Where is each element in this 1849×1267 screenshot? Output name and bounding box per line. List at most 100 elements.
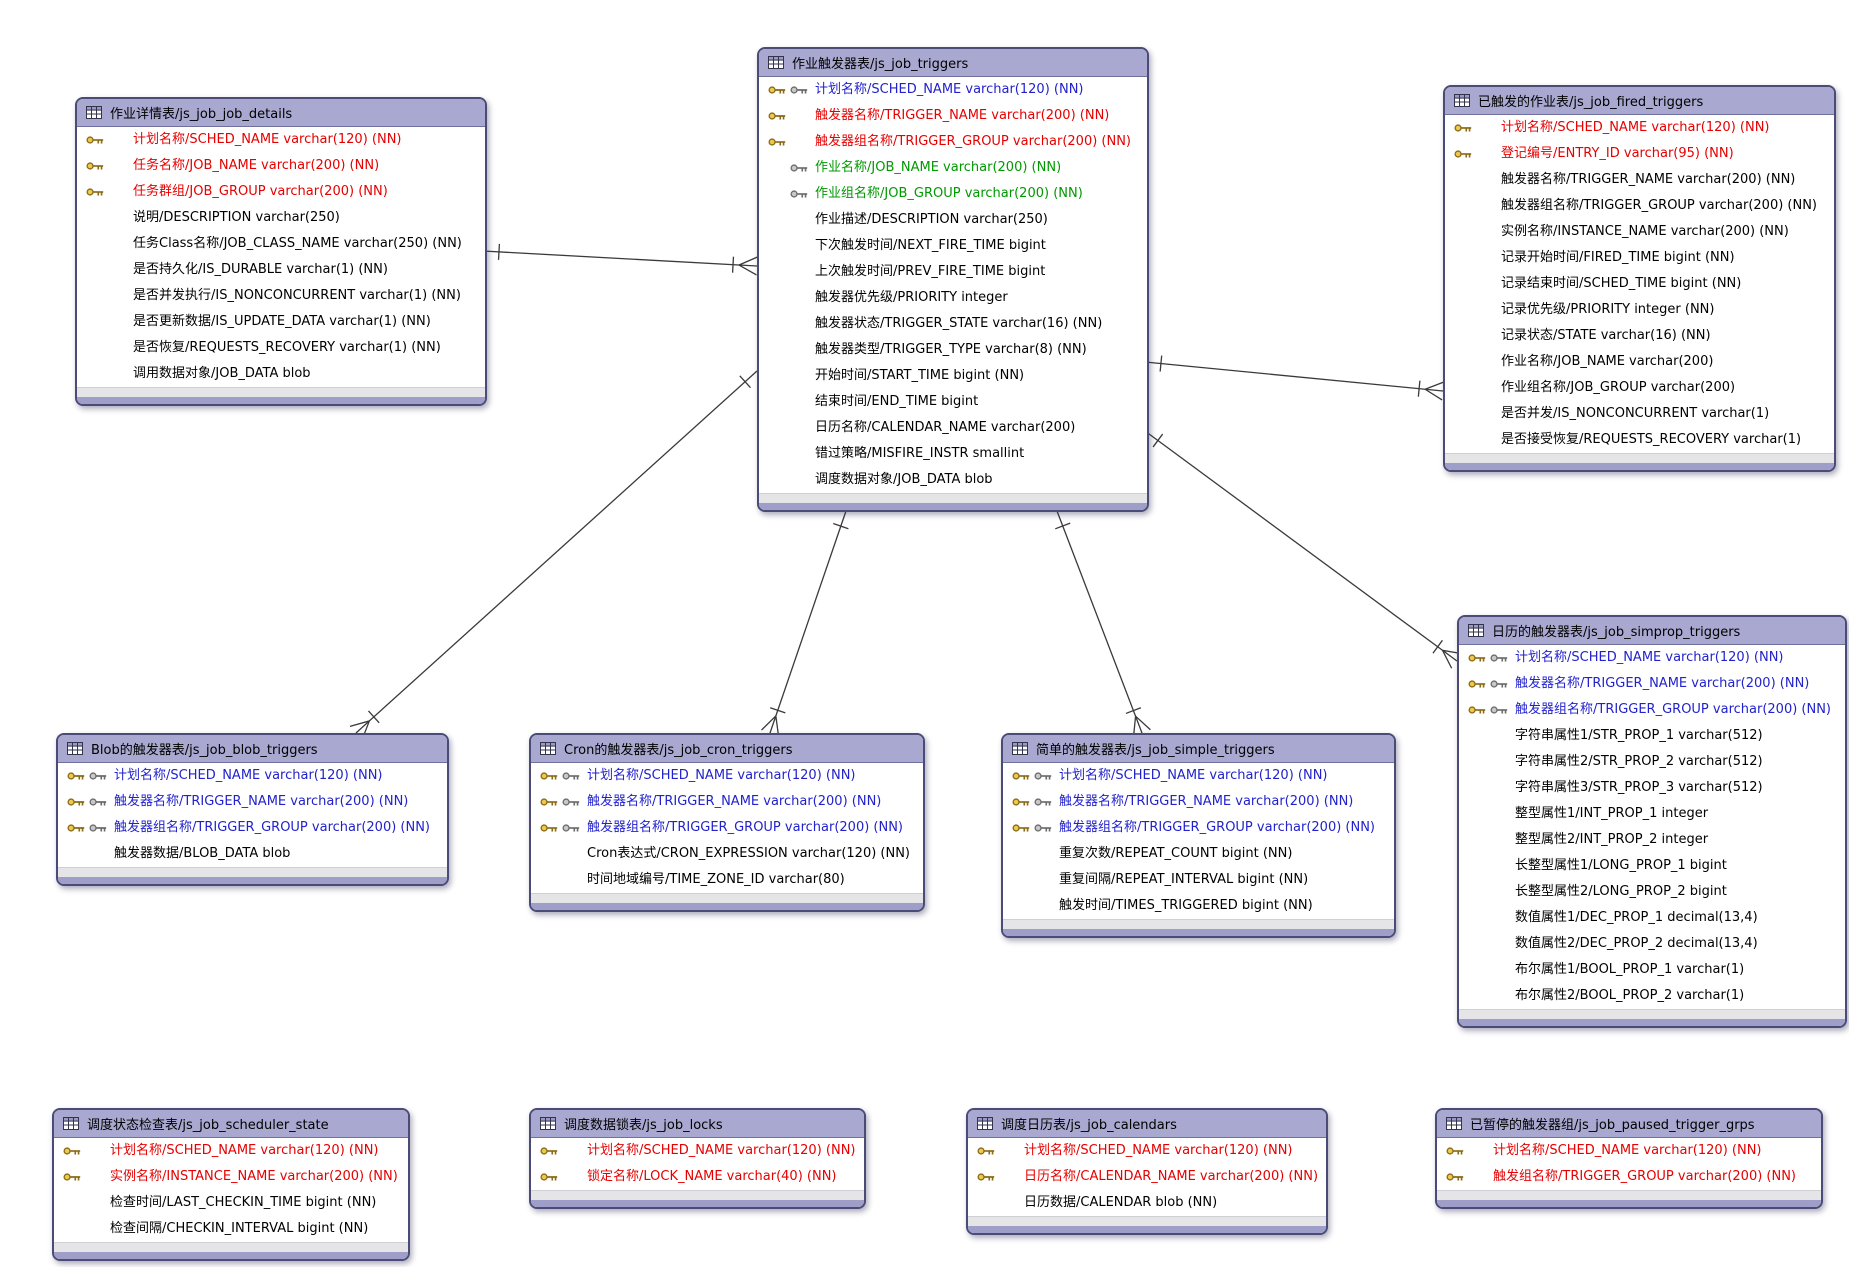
column-row[interactable]: 布尔属性2/BOOL_PROP_2 varchar(1) [1459,983,1845,1009]
column-row[interactable]: 长整型属性2/LONG_PROP_2 bigint [1459,879,1845,905]
column-row[interactable]: 结束时间/END_TIME bigint [759,389,1147,415]
column-row[interactable]: 上次触发时间/PREV_FIRE_TIME bigint [759,259,1147,285]
column-row[interactable]: 触发器组名称/TRIGGER_GROUP varchar(200) (NN) [759,129,1147,155]
column-row[interactable]: 检查时间/LAST_CHECKIN_TIME bigint (NN) [54,1190,408,1216]
column-row[interactable]: 触发器名称/TRIGGER_NAME varchar(200) (NN) [759,103,1147,129]
column-row[interactable]: 触发器组名称/TRIGGER_GROUP varchar(200) (NN) [1445,193,1834,219]
table-header[interactable]: 简单的触发器表/js_job_simple_triggers [1003,735,1394,763]
column-row[interactable]: 触发器优先级/PRIORITY integer [759,285,1147,311]
column-row[interactable]: 重复间隔/REPEAT_INTERVAL bigint (NN) [1003,867,1394,893]
column-row[interactable]: 作业名称/JOB_NAME varchar(200) [1445,349,1834,375]
relationship-js_job_triggers-js_job_simprop_triggers[interactable] [1144,430,1463,669]
relationship-js_job_triggers-js_job_simple_triggers[interactable] [1055,510,1151,737]
column-row[interactable]: 作业名称/JOB_NAME varchar(200) (NN) [759,155,1147,181]
column-row[interactable]: 检查间隔/CHECKIN_INTERVAL bigint (NN) [54,1216,408,1242]
column-row[interactable]: 触发组名称/TRIGGER_GROUP varchar(200) (NN) [1437,1164,1821,1190]
column-row[interactable]: 记录开始时间/FIRED_TIME bigint (NN) [1445,245,1834,271]
column-row[interactable]: 长整型属性1/LONG_PROP_1 bigint [1459,853,1845,879]
column-row[interactable]: 重复次数/REPEAT_COUNT bigint (NN) [1003,841,1394,867]
column-row[interactable]: 是否持久化/IS_DURABLE varchar(1) (NN) [77,257,485,283]
column-row[interactable]: 触发器名称/TRIGGER_NAME varchar(200) (NN) [1459,671,1845,697]
column-row[interactable]: 计划名称/SCHED_NAME varchar(120) (NN) [531,763,923,789]
column-row[interactable]: 记录结束时间/SCHED_TIME bigint (NN) [1445,271,1834,297]
column-row[interactable]: 计划名称/SCHED_NAME varchar(120) (NN) [1003,763,1394,789]
relationship-js_job_triggers-js_job_fired_triggers[interactable] [1144,355,1445,401]
column-row[interactable]: 下次触发时间/NEXT_FIRE_TIME bigint [759,233,1147,259]
column-row[interactable]: 计划名称/SCHED_NAME varchar(120) (NN) [531,1138,864,1164]
column-row[interactable]: 任务Class名称/JOB_CLASS_NAME varchar(250) (N… [77,231,485,257]
column-row[interactable]: 调用数据对象/JOB_DATA blob [77,361,485,387]
column-row[interactable]: 字符串属性1/STR_PROP_1 varchar(512) [1459,723,1845,749]
column-row[interactable]: 计划名称/SCHED_NAME varchar(120) (NN) [1445,115,1834,141]
column-row[interactable]: 触发时间/TIMES_TRIGGERED bigint (NN) [1003,893,1394,919]
column-row[interactable]: 触发器组名称/TRIGGER_GROUP varchar(200) (NN) [58,815,447,841]
column-row[interactable]: 触发器名称/TRIGGER_NAME varchar(200) (NN) [58,789,447,815]
column-row[interactable]: Cron表达式/CRON_EXPRESSION varchar(120) (NN… [531,841,923,867]
column-row[interactable]: 数值属性1/DEC_PROP_1 decimal(13,4) [1459,905,1845,931]
column-row[interactable]: 计划名称/SCHED_NAME varchar(120) (NN) [1459,645,1845,671]
table-header[interactable]: Blob的触发器表/js_job_blob_triggers [58,735,447,763]
table-header[interactable]: 已触发的作业表/js_job_fired_triggers [1445,87,1834,115]
table-header[interactable]: 已暂停的触发器组/js_job_paused_trigger_grps [1437,1110,1821,1138]
column-row[interactable]: 记录状态/STATE varchar(16) (NN) [1445,323,1834,349]
column-row[interactable]: 实例名称/INSTANCE_NAME varchar(200) (NN) [1445,219,1834,245]
column-row[interactable]: 字符串属性3/STR_PROP_3 varchar(512) [1459,775,1845,801]
column-row[interactable]: 日历名称/CALENDAR_NAME varchar(200) [759,415,1147,441]
table-header[interactable]: 日历的触发器表/js_job_simprop_triggers [1459,617,1845,645]
column-row[interactable]: 布尔属性1/BOOL_PROP_1 varchar(1) [1459,957,1845,983]
column-row[interactable]: 触发器组名称/TRIGGER_GROUP varchar(200) (NN) [531,815,923,841]
column-row[interactable]: 是否恢复/REQUESTS_RECOVERY varchar(1) (NN) [77,335,485,361]
column-row[interactable]: 任务群组/JOB_GROUP varchar(200) (NN) [77,179,485,205]
column-row[interactable]: 整型属性1/INT_PROP_1 integer [1459,801,1845,827]
column-row[interactable]: 是否并发/IS_NONCONCURRENT varchar(1) [1445,401,1834,427]
column-row[interactable]: 计划名称/SCHED_NAME varchar(120) (NN) [58,763,447,789]
column-row[interactable]: 作业组名称/JOB_GROUP varchar(200) [1445,375,1834,401]
relationship-js_job_job_details-js_job_triggers[interactable] [482,243,758,276]
table-header[interactable]: 调度状态检查表/js_job_scheduler_state [54,1110,408,1138]
column-row[interactable]: 登记编号/ENTRY_ID varchar(95) (NN) [1445,141,1834,167]
table-header[interactable]: Cron的触发器表/js_job_cron_triggers [531,735,923,763]
column-row[interactable]: 字符串属性2/STR_PROP_2 varchar(512) [1459,749,1845,775]
column-row[interactable]: 触发器类型/TRIGGER_TYPE varchar(8) (NN) [759,337,1147,363]
column-row[interactable]: 触发器组名称/TRIGGER_GROUP varchar(200) (NN) [1459,697,1845,723]
column-row[interactable]: 触发器名称/TRIGGER_NAME varchar(200) (NN) [531,789,923,815]
column-row[interactable]: 说明/DESCRIPTION varchar(250) [77,205,485,231]
column-row[interactable]: 作业组名称/JOB_GROUP varchar(200) (NN) [759,181,1147,207]
column-row[interactable]: 触发器组名称/TRIGGER_GROUP varchar(200) (NN) [1003,815,1394,841]
column-row[interactable]: 是否更新数据/IS_UPDATE_DATA varchar(1) (NN) [77,309,485,335]
column-row[interactable]: 时间地域编号/TIME_ZONE_ID varchar(80) [531,867,923,893]
column-row[interactable]: 触发器数据/BLOB_DATA blob [58,841,447,867]
column-row[interactable]: 计划名称/SCHED_NAME varchar(120) (NN) [54,1138,408,1164]
column-row[interactable]: 计划名称/SCHED_NAME varchar(120) (NN) [1437,1138,1821,1164]
column-row[interactable]: 数值属性2/DEC_PROP_2 decimal(13,4) [1459,931,1845,957]
column-row[interactable]: 是否并发执行/IS_NONCONCURRENT varchar(1) (NN) [77,283,485,309]
column-row[interactable]: 日历数据/CALENDAR blob (NN) [968,1190,1326,1216]
column-row[interactable]: 错过策略/MISFIRE_INSTR smallint [759,441,1147,467]
column-row[interactable]: 整型属性2/INT_PROP_2 integer [1459,827,1845,853]
column-row[interactable]: 日历名称/CALENDAR_NAME varchar(200) (NN) [968,1164,1326,1190]
column-row[interactable]: 触发器名称/TRIGGER_NAME varchar(200) (NN) [1003,789,1394,815]
table-header[interactable]: 调度日历表/js_job_calendars [968,1110,1326,1138]
table-header[interactable]: 作业触发器表/js_job_triggers [759,49,1147,77]
column-row[interactable]: 触发器名称/TRIGGER_NAME varchar(200) (NN) [1445,167,1834,193]
column-row[interactable]: 计划名称/SCHED_NAME varchar(120) (NN) [759,77,1147,103]
table-header[interactable]: 调度数据锁表/js_job_locks [531,1110,864,1138]
relationship-js_job_triggers-js_job_cron_triggers[interactable] [761,510,849,737]
column-row[interactable]: 任务名称/JOB_NAME varchar(200) (NN) [77,153,485,179]
column-row[interactable]: 调度数据对象/JOB_DATA blob [759,467,1147,493]
column-row[interactable]: 触发器状态/TRIGGER_STATE varchar(16) (NN) [759,311,1147,337]
column-row[interactable]: 开始时间/START_TIME bigint (NN) [759,363,1147,389]
column-row[interactable]: 是否接受恢复/REQUESTS_RECOVERY varchar(1) [1445,427,1834,453]
column-row[interactable]: 锁定名称/LOCK_NAME varchar(40) (NN) [531,1164,864,1190]
